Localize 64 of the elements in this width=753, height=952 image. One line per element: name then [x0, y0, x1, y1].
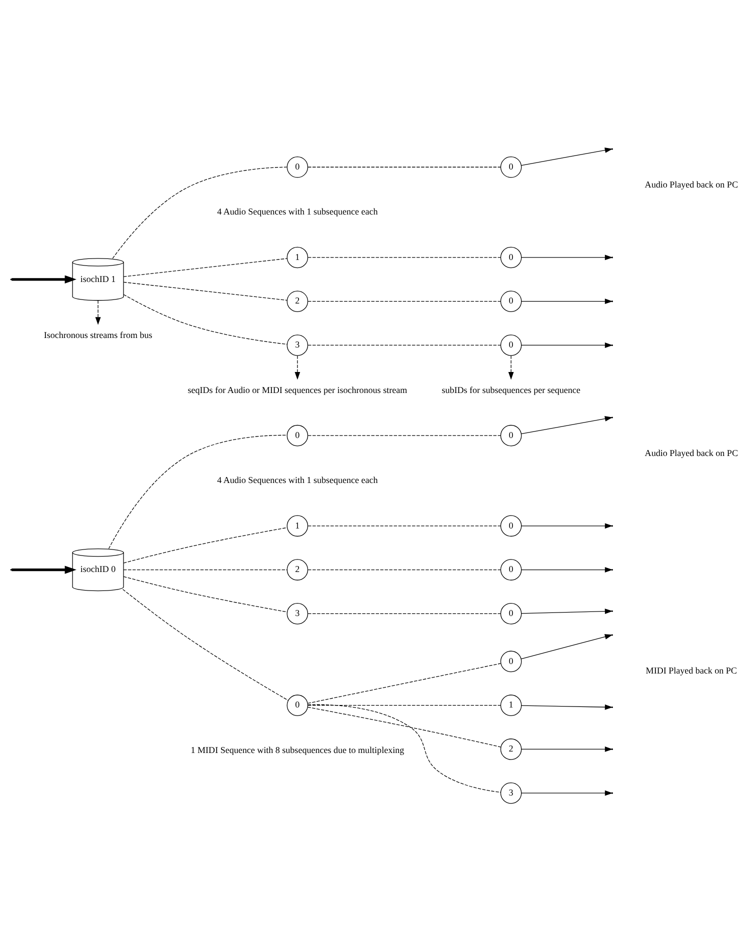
node-circle: 0: [286, 694, 308, 716]
connector: [122, 589, 288, 701]
arrow: [521, 746, 613, 752]
node-circle: 0: [286, 424, 308, 446]
node-circle: 2: [500, 738, 522, 760]
connector: [307, 706, 502, 748]
arrow: [521, 523, 613, 529]
arrow: [520, 416, 613, 434]
arrow: [521, 342, 613, 348]
label: Audio Played back on PC: [644, 180, 738, 190]
connector: [308, 344, 502, 346]
node-circle: 3: [500, 782, 522, 804]
node-circle: 2: [286, 290, 308, 312]
connector: [308, 613, 502, 614]
node-text: seqIDs for Audio or MIDI sequences per isochronous stream: [188, 384, 408, 395]
node-circle: 0: [500, 603, 522, 624]
node-circle: 1: [500, 694, 522, 716]
node-circle: 0: [500, 559, 522, 580]
arrow: [521, 608, 613, 614]
arrow: [12, 566, 76, 574]
connector: [308, 569, 502, 570]
node-circle: 3: [286, 334, 308, 356]
node-circle: 0: [500, 334, 522, 356]
node-circle: 0: [500, 650, 522, 672]
connector: [308, 301, 502, 302]
arrow: [294, 355, 300, 380]
connector: [123, 527, 288, 564]
node-circle: 0: [500, 246, 522, 268]
label: 1 MIDI Sequence with 8 subsequences due to multiplexing: [190, 744, 404, 755]
connector: [308, 166, 502, 168]
connector: [123, 258, 288, 277]
node-circle: 2: [286, 559, 308, 580]
node-circle: 3: [286, 603, 308, 624]
arrow: [95, 300, 101, 325]
label: 4 Audio Sequences with 1 subsequence each: [217, 206, 378, 217]
label: 4 Audio Sequences with 1 subsequence each: [217, 475, 378, 486]
connector: [308, 705, 502, 706]
node-text: subIDs for subsequences per sequence: [442, 384, 580, 395]
node-circle: 0: [500, 424, 522, 446]
node-circle: 1: [286, 515, 308, 537]
arrow: [521, 704, 613, 710]
arrow: [521, 567, 613, 573]
arrow: [12, 275, 76, 284]
connector: [308, 435, 502, 436]
node-circle: 0: [500, 290, 522, 312]
node-circle: 1: [286, 246, 308, 268]
label: Audio Played back on PC: [644, 448, 738, 458]
connector: [123, 282, 288, 301]
node-circle: 0: [286, 156, 308, 178]
node-text: Isochronous streams from bus: [44, 330, 152, 340]
node-circle: 0: [500, 515, 522, 537]
arrow: [521, 298, 613, 304]
connector: [308, 257, 502, 258]
connector: [307, 704, 501, 793]
label: MIDI Played back on PC: [646, 666, 737, 676]
connector: [123, 294, 288, 345]
connector: [307, 663, 501, 704]
connector: [123, 569, 288, 570]
arrow: [508, 355, 514, 380]
connector: [108, 434, 288, 549]
connector: [112, 166, 288, 259]
connector: [123, 576, 288, 612]
node-circle: 0: [500, 156, 522, 178]
arrow: [521, 790, 613, 796]
